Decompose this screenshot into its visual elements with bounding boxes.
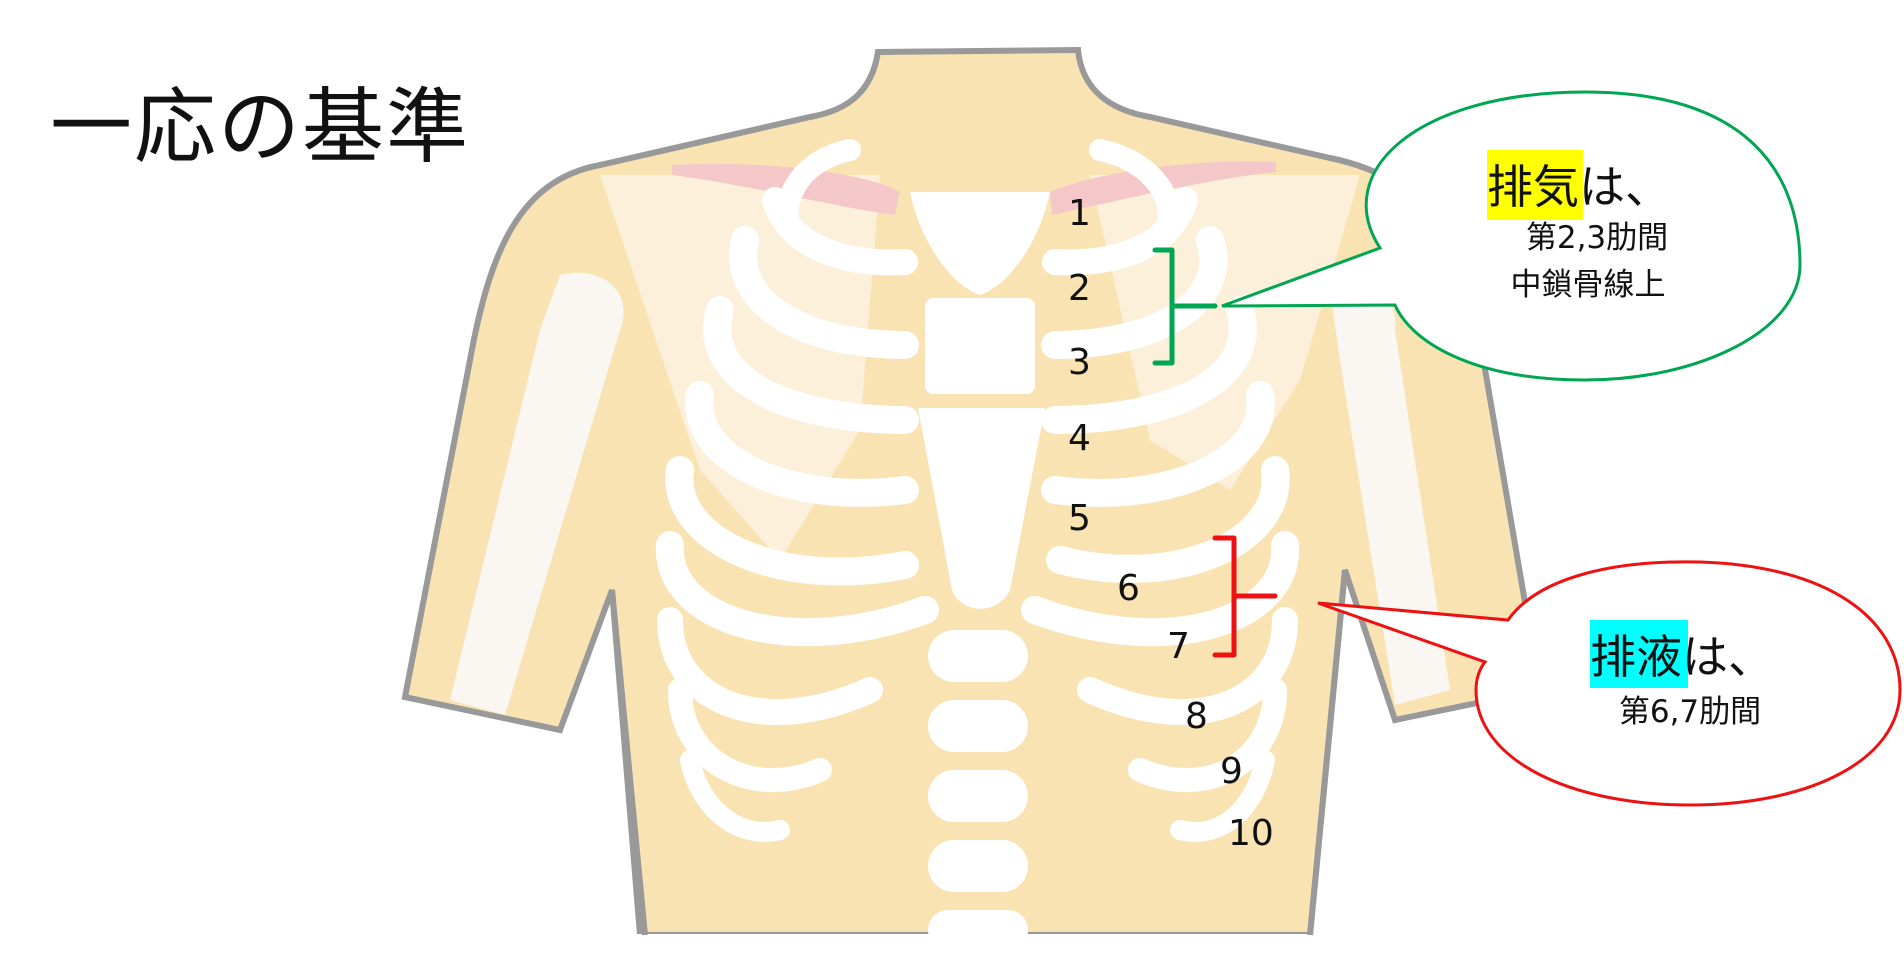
air-callout-line2: 中鎖骨線上	[1511, 267, 1666, 303]
sternum-body-lower	[918, 408, 1045, 609]
right-arm-edge	[1307, 569, 1348, 936]
rib-number-8: 8	[1185, 696, 1208, 737]
fluid-keyword: 排液	[1590, 630, 1682, 684]
air-callout-bubble	[1221, 90, 1802, 382]
page-title: 一応の基準	[50, 80, 471, 175]
rib-number-10: 10	[1228, 813, 1274, 854]
fluid-keyword-highlight	[1590, 620, 1688, 688]
rib-number-9: 9	[1220, 751, 1243, 792]
air-keyword: 排気	[1487, 160, 1579, 214]
air-suffix: は、	[1579, 160, 1671, 214]
air-keyword-highlight	[1487, 150, 1583, 220]
left-humerus	[450, 272, 624, 715]
fluid-bracket	[1212, 535, 1278, 658]
fluid-callout-headline: 排液は、	[1590, 630, 1774, 684]
sternum-body-upper	[925, 298, 1035, 394]
rib-number-5: 5	[1068, 498, 1091, 539]
left-arm-edge	[609, 589, 648, 936]
fluid-callout-line1: 第6,7肋間	[1619, 694, 1761, 730]
rib-number-2: 2	[1068, 268, 1091, 309]
rib-number-4: 4	[1068, 418, 1091, 459]
rib-number-6: 6	[1117, 568, 1140, 609]
ribs-right	[1021, 139, 1300, 842]
rib-number-1: 1	[1068, 193, 1091, 234]
air-callout-headline: 排気は、	[1487, 160, 1671, 214]
right-humerus	[1330, 284, 1450, 705]
fluid-suffix: は、	[1682, 630, 1774, 684]
air-bracket	[1152, 247, 1218, 366]
spine	[928, 630, 1028, 950]
ribs-left	[655, 139, 939, 842]
air-callout-line1: 第2,3肋間	[1526, 220, 1668, 256]
sternum-manubrium	[910, 192, 1050, 295]
rib-number-7: 7	[1167, 626, 1190, 667]
rib-number-3: 3	[1068, 342, 1091, 383]
